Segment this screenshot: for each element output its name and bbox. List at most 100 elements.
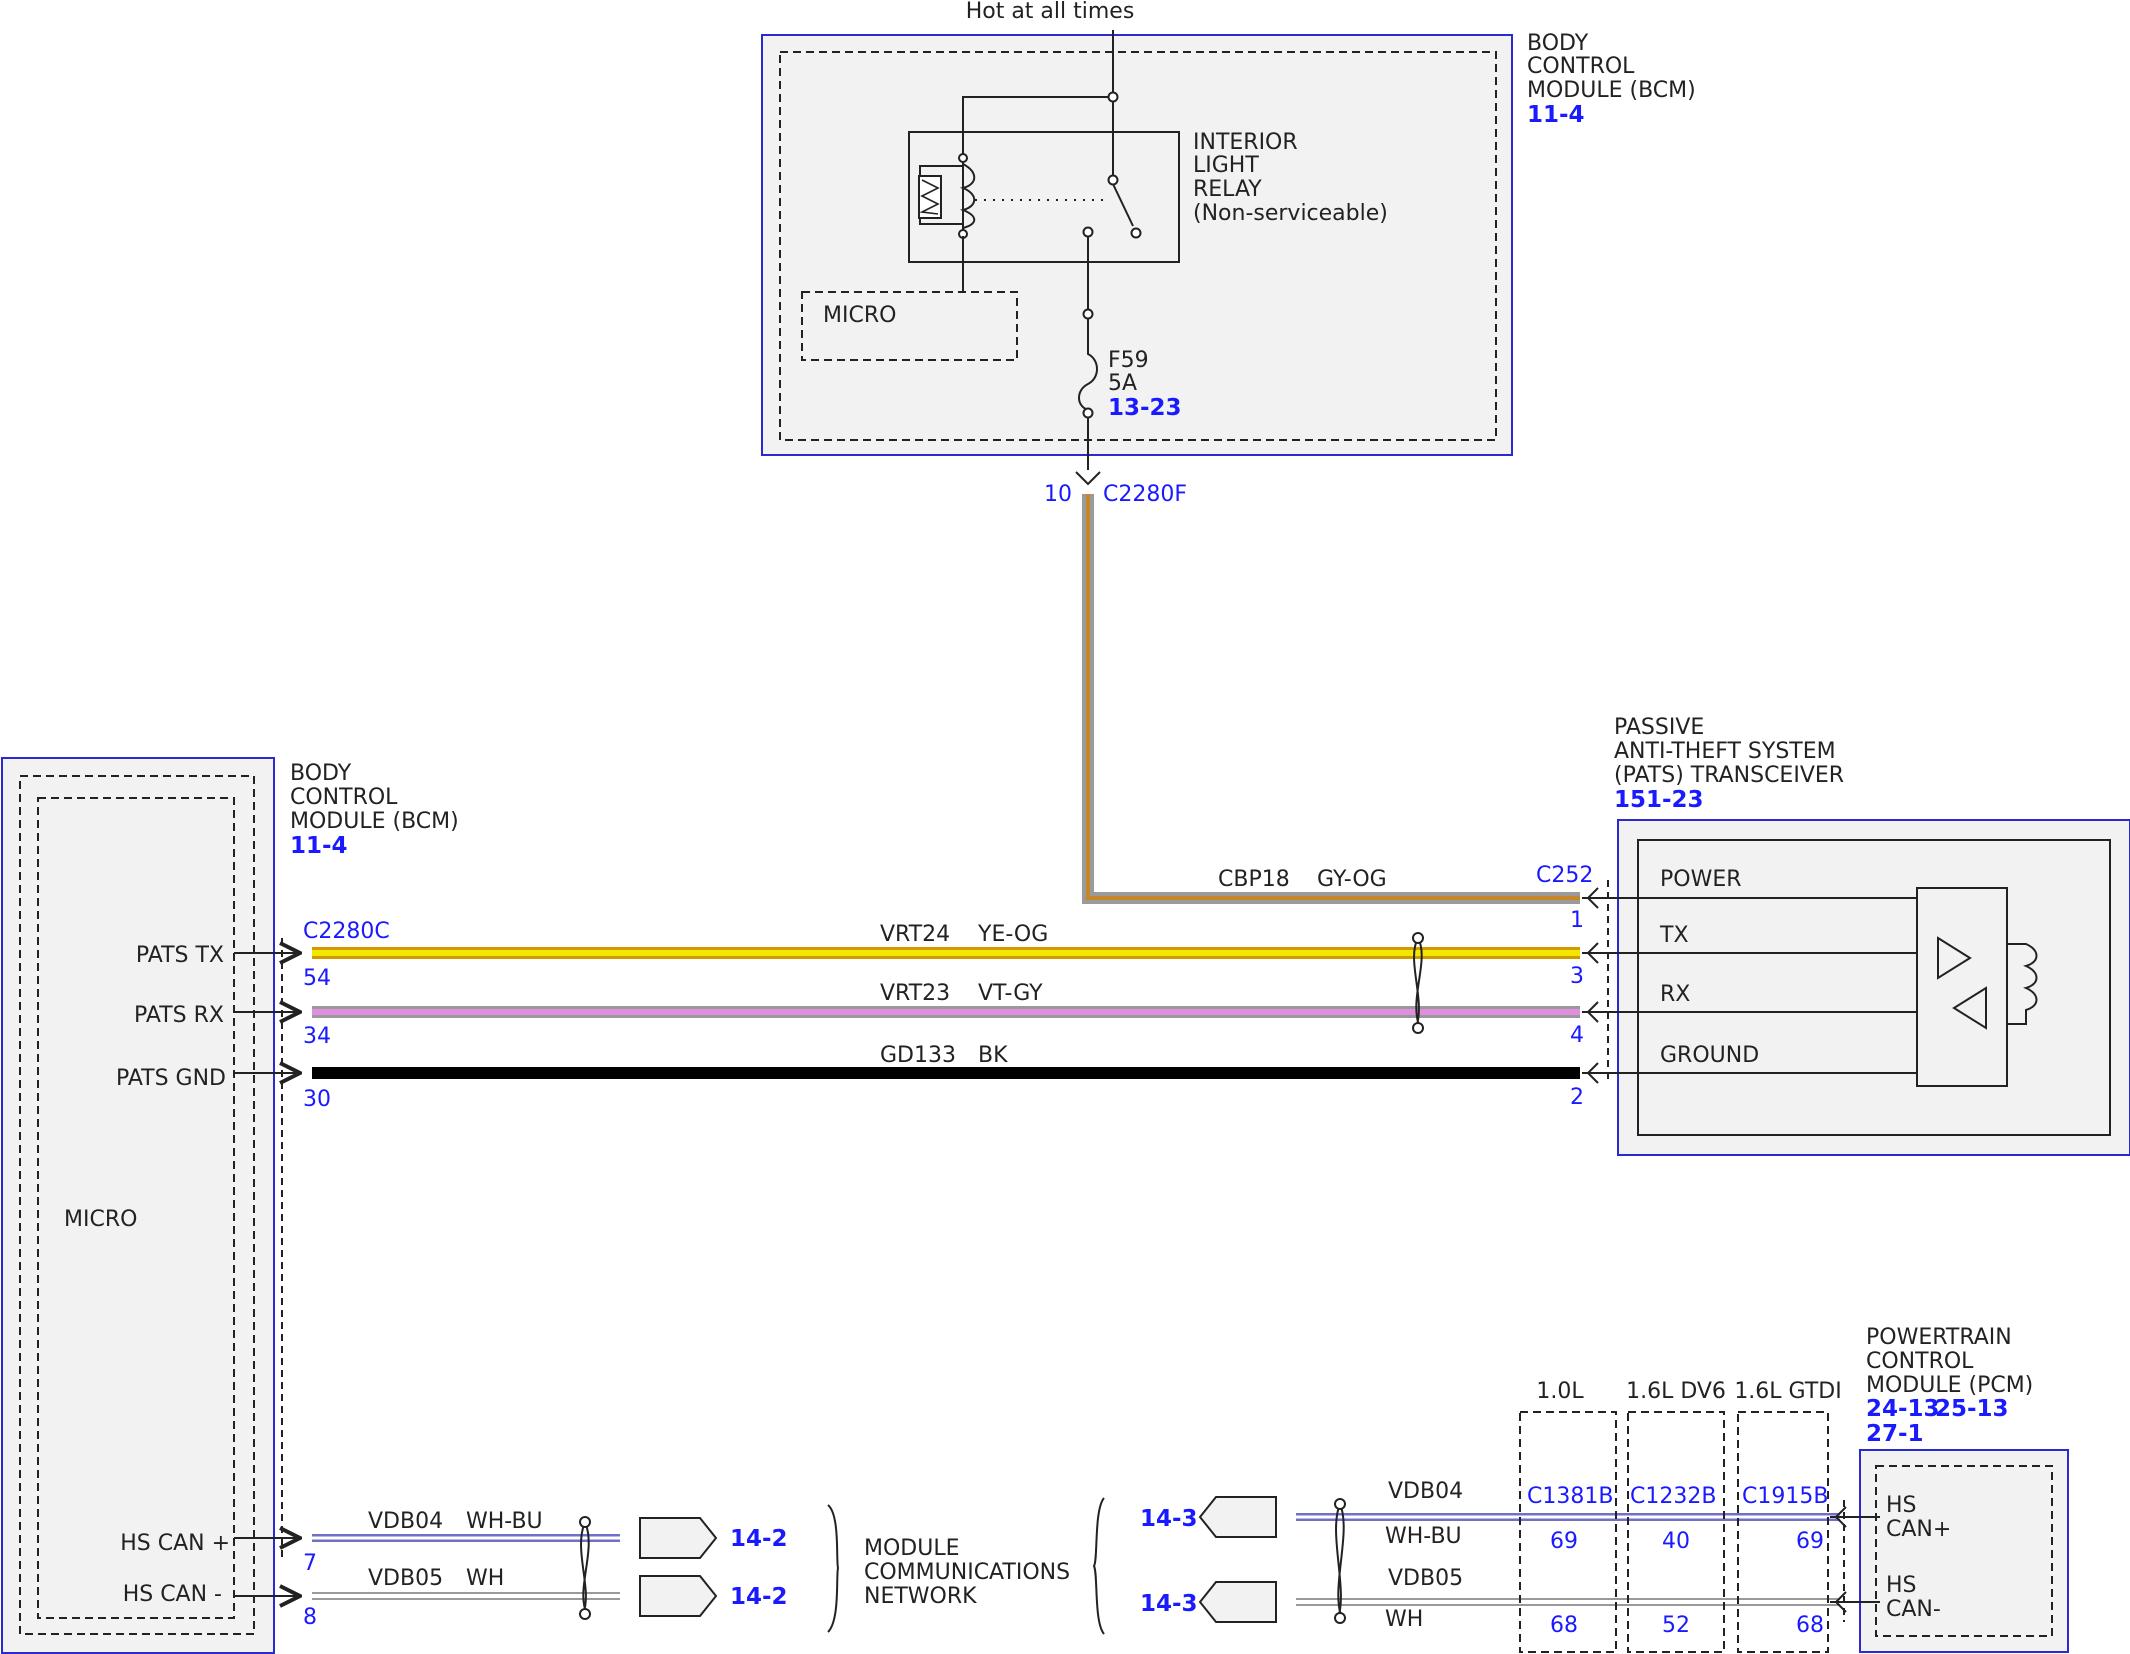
gd133-wire: GD133 BK [312,1043,1580,1079]
left-bcm-title-1: BODY [290,761,352,786]
pats-pin-num-2: 2 [1570,1085,1584,1110]
transceiver-box [1916,887,2008,1087]
top-bcm-ref[interactable]: 11-4 [1527,102,1585,128]
pcm-title-3: MODULE (PCM) [1866,1373,2033,1398]
pin-label-pats-tx: PATS TX [136,943,224,968]
pcm-ref-2[interactable]: 25-13 [1935,1396,2009,1422]
power-label: Hot at all times [966,0,1135,24]
pcm-ref-3[interactable]: 27-1 [1866,1421,1924,1447]
vdb04-right-circuit: VDB04 [1388,1479,1463,1504]
vrt23-circuit: VRT23 [880,981,950,1006]
pcm-module: POWERTRAIN CONTROL MODULE (PCM) 24-13 25… [1830,1325,2069,1653]
left-can-ref-1[interactable]: 14-2 [730,1526,788,1552]
pcm-pin-can-minus-1: HS [1886,1573,1917,1598]
pats-pin-rx: RX [1660,982,1690,1007]
tx-amp-icon [1937,936,1972,980]
vrt24-wire: VRT24 YE-OG [312,922,1580,959]
pcm-pin-can-plus-2: CAN+ [1886,1517,1951,1542]
vdb05-left-circuit: VDB05 [368,1566,443,1591]
fuse-ref[interactable]: 13-23 [1108,395,1182,421]
pats-pin-num-4: 4 [1570,1023,1584,1048]
gd133-color: BK [978,1043,1008,1068]
pats-module: PASSIVE ANTI-THEFT SYSTEM (PATS) TRANSCE… [1536,715,2130,1156]
pin-label-pats-rx: PATS RX [134,1003,224,1028]
offpage-connector-icon [639,1517,718,1559]
c2280c-name: C2280C [303,919,390,944]
top-bcm-title-1: BODY [1527,31,1589,56]
offpage-connector-icon [1198,1581,1277,1623]
engine-3-name: 1.6L GTDI [1734,1379,1841,1404]
twisted-pair-tx-rx [1413,937,1423,1029]
engine-3-pin-can-plus: 69 [1796,1529,1824,1554]
right-can-ref-2[interactable]: 14-3 [1140,1591,1198,1617]
left-bcm-title-3: MODULE (BCM) [290,809,459,834]
engine-1-pin-can-minus: 68 [1550,1613,1578,1638]
pats-pin-num-3: 3 [1570,964,1584,989]
vdb04-left-circuit: VDB04 [368,1509,443,1534]
engine-1-connector: C1381B [1527,1484,1613,1509]
vrt24-color: YE-OG [977,922,1048,947]
relay-label-2: LIGHT [1193,153,1259,178]
top-bcm-title-2: CONTROL [1527,54,1635,79]
pcm-ref-1[interactable]: 24-13 [1866,1396,1940,1422]
pats-pin-tx: TX [1659,923,1689,948]
pin-label-hs-can-minus: HS CAN - [123,1582,222,1607]
module-communications-network: MODULE COMMUNICATIONS NETWORK [827,1497,1105,1635]
network-label-1: MODULE [864,1536,960,1561]
pats-title-3: (PATS) TRANSCEIVER [1614,763,1844,788]
network-label-3: NETWORK [864,1584,977,1609]
vdb05-right-color: WH [1385,1607,1423,1632]
can-bus-right: 14-3 14-3 VDB04 WH-BU VDB05 WH [1140,1479,1840,1632]
right-can-ref-1[interactable]: 14-3 [1140,1506,1198,1532]
pin-num-30: 30 [303,1087,331,1112]
fuse-label-2: 5A [1108,371,1137,396]
c2280f-pin: 10 [1044,482,1072,507]
engine-2-pin-can-plus: 40 [1662,1529,1690,1554]
top-bcm-title-3: MODULE (BCM) [1527,78,1696,103]
engine-1-name: 1.0L [1536,1379,1584,1404]
left-bcm-module: BODY CONTROL MODULE (BCM) 11-4 MICRO C22… [1,757,459,1654]
engine-1-pin-can-plus: 69 [1550,1529,1578,1554]
c2280f-name: C2280F [1103,482,1187,507]
pin-label-pats-gnd: PATS GND [116,1066,226,1091]
relay-label-4: (Non-serviceable) [1193,201,1388,226]
pcm-pin-can-minus-2: CAN- [1886,1597,1941,1622]
engine-2-pin-can-minus: 52 [1662,1613,1690,1638]
pats-title-1: PASSIVE [1614,715,1704,740]
relay-label-1: INTERIOR [1193,130,1298,155]
left-can-ref-2[interactable]: 14-2 [730,1584,788,1610]
relay-box [908,131,1180,263]
engine-3-pin-can-minus: 68 [1796,1613,1824,1638]
left-bcm-title-2: CONTROL [290,785,398,810]
pats-pin-num-1: 1 [1570,908,1584,933]
fuse-label-1: F59 [1108,348,1149,373]
engine-variant-connectors: 1.0L 1.6L DV6 1.6L GTDI C1381B C1232B C1… [1519,1379,1842,1653]
pats-pin-ground: GROUND [1660,1043,1759,1068]
cbp18-color: GY-OG [1317,867,1387,892]
pcm-title-1: POWERTRAIN [1866,1325,2012,1350]
vrt23-color: VT-GY [978,981,1043,1006]
network-label-2: COMMUNICATIONS [864,1560,1070,1585]
relay-label-3: RELAY [1193,177,1262,202]
pats-ref[interactable]: 151-23 [1614,787,1704,813]
c252-name: C252 [1536,863,1593,888]
left-bcm-ref[interactable]: 11-4 [290,833,348,859]
engine-2-name: 1.6L DV6 [1626,1379,1726,1404]
pats-title-2: ANTI-THEFT SYSTEM [1614,739,1836,764]
antenna-coil-icon [2007,943,2038,1025]
engine-2-connector: C1232B [1630,1484,1716,1509]
vdb05-right-circuit: VDB05 [1388,1566,1463,1591]
rx-amp-icon [1952,986,1987,1030]
engine-3-connector: C1915B [1742,1484,1828,1509]
vrt23-wire: VRT23 VT-GY [312,981,1580,1018]
vdb05-left-color: WH [466,1566,504,1591]
vdb04-right-color: WH-BU [1385,1524,1462,1549]
pin-num-7: 7 [303,1551,317,1576]
pin-num-54: 54 [303,966,331,991]
top-micro-box [801,291,1018,361]
pcm-pin-can-plus-1: HS [1886,1493,1917,1518]
vrt24-circuit: VRT24 [880,922,950,947]
vdb04-left-color: WH-BU [466,1509,543,1534]
top-bcm-module: Hot at all times BODY CONTROL MODULE (BC… [761,0,1696,507]
